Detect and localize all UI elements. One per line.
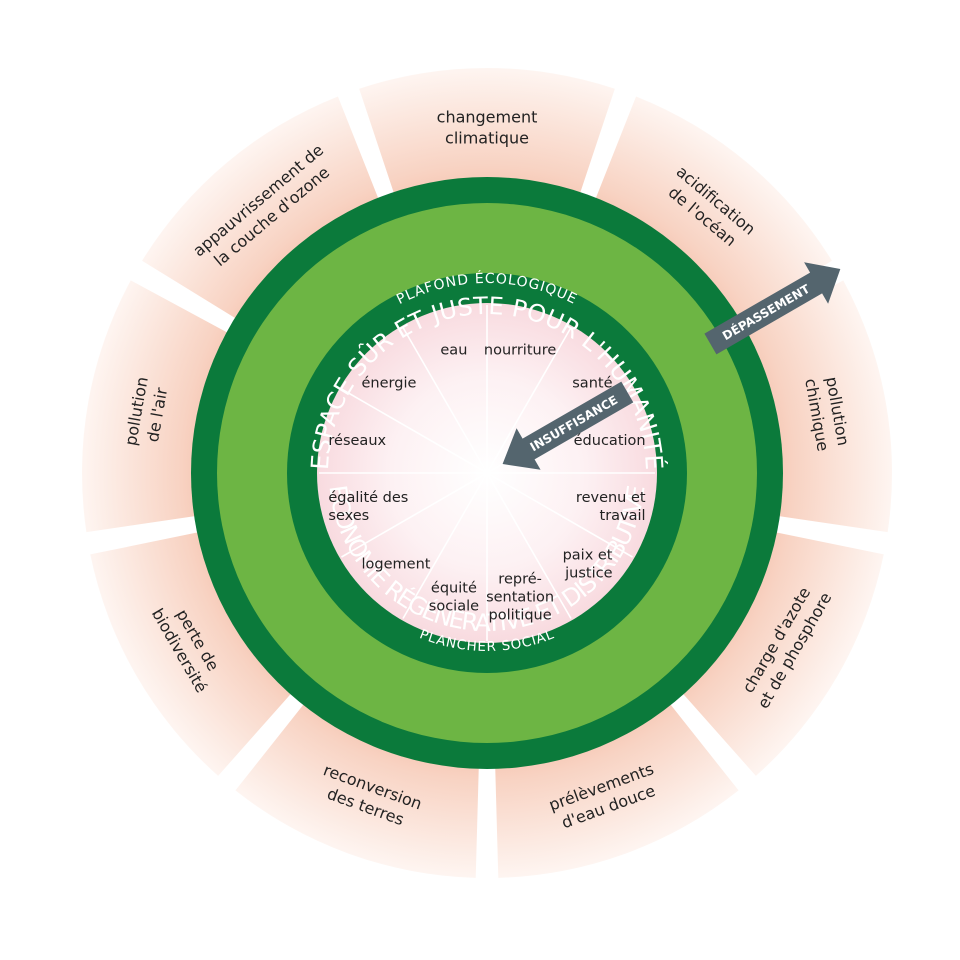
social-label-health: santé: [572, 376, 612, 392]
social-label-water: eau: [440, 342, 467, 358]
shortfall-arrow-shape: [502, 381, 634, 470]
social-label-line: politique: [489, 608, 552, 624]
social-label-line: sexes: [328, 508, 369, 524]
segment-biodiversity-loss: [90, 525, 315, 776]
social-label-social-equity: équité sociale: [429, 581, 479, 615]
social-spoke: [486, 472, 572, 619]
social-label-line: logement: [362, 557, 431, 573]
social-label-line: réseaux: [328, 433, 386, 449]
social-label-line: revenu et: [576, 490, 646, 506]
social-spoke: [486, 472, 633, 558]
social-label-line: travail: [600, 508, 646, 524]
segment-ozone-depletion: [142, 96, 392, 337]
social-label-political-voice: repré-sentation politique: [486, 572, 554, 624]
ecological-label-line: climatique: [445, 129, 529, 148]
ecological-label-climate-change: changement climatique: [437, 108, 538, 148]
social-label-gender-equality: égalité des sexes: [328, 490, 408, 524]
social-label-housing: logement: [362, 557, 431, 573]
social-label-line: eau: [440, 342, 467, 358]
social-label-food: nourriture: [484, 342, 556, 358]
social-label-income-work: revenu et travail: [576, 490, 646, 524]
social-label-education: éducation: [574, 433, 646, 449]
social-spoke: [402, 472, 488, 619]
overshoot-arrow-shape: [704, 262, 841, 355]
segment-nitrogen-phosphorus: [659, 525, 884, 776]
social-label-line: repré-: [498, 572, 542, 588]
social-spoke: [486, 327, 572, 474]
social-spoke: [341, 388, 488, 474]
social-label-energy: énergie: [362, 376, 417, 392]
social-spoke: [402, 327, 488, 474]
social-label-line: égalité des: [328, 490, 408, 506]
social-label-line: nourriture: [484, 342, 556, 358]
social-label-line: équité: [431, 581, 477, 597]
social-label-line: santé: [572, 376, 612, 392]
social-label-line: paix et: [563, 548, 613, 564]
social-labels: nourriture santé éducation revenu et travail…: [328, 342, 646, 623]
social-label-line: énergie: [362, 376, 417, 392]
social-label-networks: réseaux: [328, 433, 386, 449]
social-label-line: justice: [564, 566, 612, 582]
social-label-line: éducation: [574, 433, 646, 449]
social-label-line: sentation: [486, 590, 554, 606]
social-label-peace-justice: paix et justice: [563, 548, 613, 582]
social-spoke: [341, 472, 488, 558]
segment-ocean-acidification: [582, 96, 832, 337]
ecological-label-line: changement: [437, 108, 538, 127]
social-label-line: sociale: [429, 599, 479, 615]
